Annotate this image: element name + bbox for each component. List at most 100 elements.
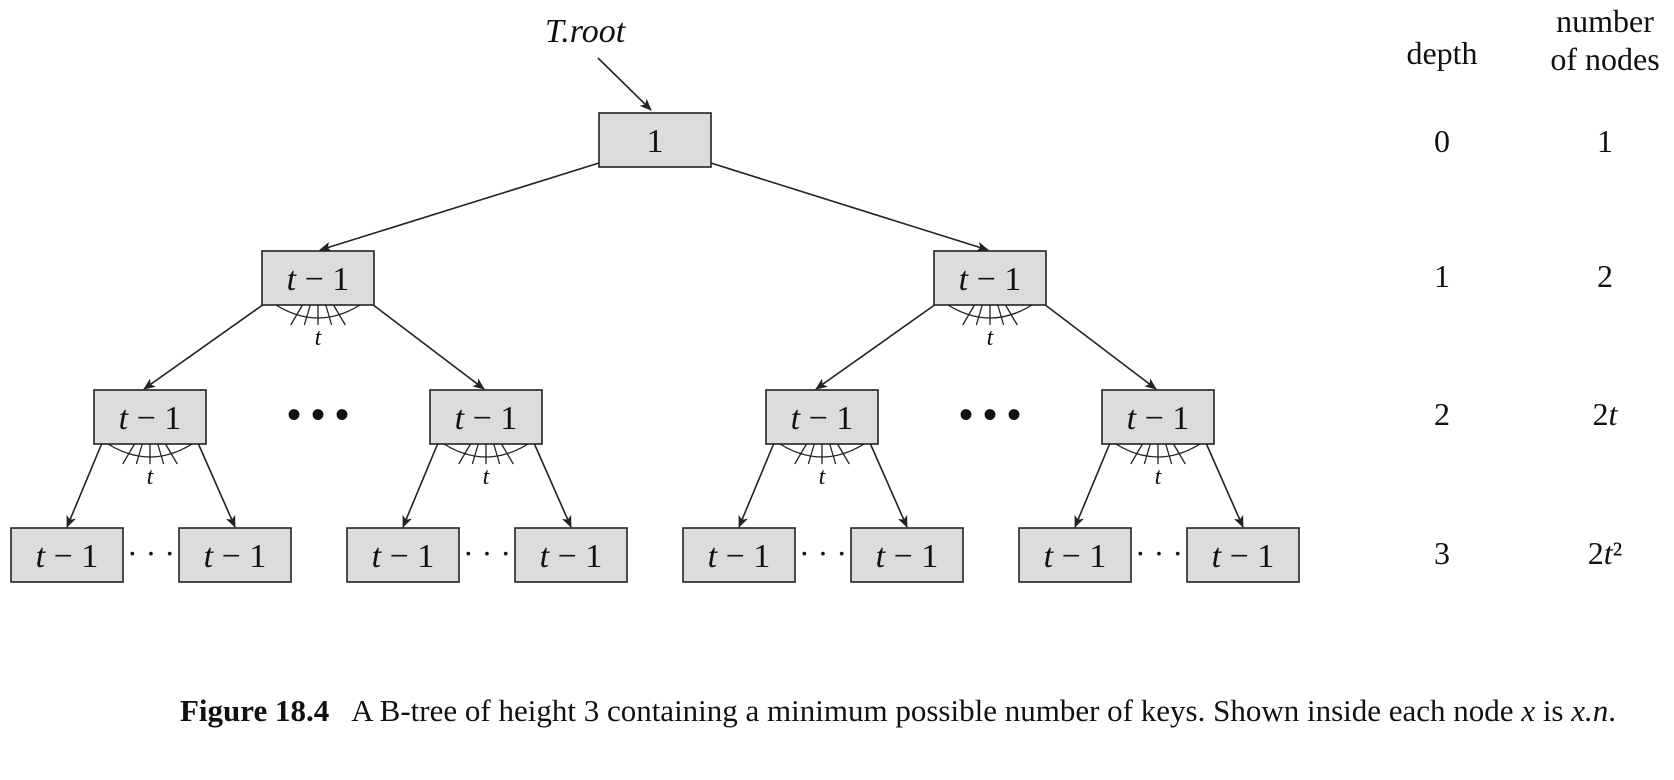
leaf-node: t − 1 [514,527,628,583]
fan-label: t [483,464,491,490]
tree-nodes: 1 t − 1 t − 1 t − 1 t − 1 t − 1 t − 1 t − 1 t − … [10,112,1300,583]
node-box [178,527,292,583]
node-key: t − 1 [791,400,854,437]
node-key: t − 1 [708,538,771,575]
node-key: t − 1 [1212,538,1275,575]
depth-value: 2 [1434,396,1450,432]
leaf-node: t − 1 [1186,527,1300,583]
fan-stroke [163,441,178,465]
depth-value: 1 [1434,258,1450,294]
fan-stroke [962,302,977,326]
node-key: t − 1 [1127,400,1190,437]
edge-level2-level3 [402,442,439,528]
fan-stroke [324,302,333,326]
edge-level2-level3 [869,442,908,528]
edge-level1-level2 [143,303,265,390]
level2-ellipsis: • • • [959,392,1021,437]
level2-ellipsis: • • • [287,392,349,437]
leaf-node: t − 1 [346,527,460,583]
node-key: t − 1 [876,538,939,575]
btree-figure: t t t t t t 1 t − 1 t − 1 t − 1 t − 1 t − 1 t − 1 t … [10,3,1660,583]
level2-node: t − 1 [429,389,543,445]
edge-level2-level3 [738,442,775,528]
node-box [682,527,796,583]
fan-level1: t [941,300,1039,351]
node-box [598,112,712,168]
edge-level2-level3 [66,442,103,528]
level1-node: t − 1 [933,250,1047,306]
node-box [261,250,375,306]
fan-level2: t [773,439,871,490]
edge-level2-level3 [1205,442,1244,528]
leaf-node: t − 1 [178,527,292,583]
node-key: t − 1 [540,538,603,575]
node-box [1101,389,1215,445]
tree-edges [66,57,1244,528]
fan-stroke [331,302,346,326]
child-fans: t t t t t t [101,300,1207,490]
depth-header: depth [1406,35,1477,71]
tree-labels: T.root• • •• • •· · ·· · ·· · ·· · · [127,13,1183,571]
fan-stroke [828,441,837,465]
leaf-ellipsis: · · · [799,535,847,571]
level2-node: t − 1 [93,389,207,445]
node-box [93,389,207,445]
edge-level2-level3 [533,442,572,528]
fan-stroke [996,302,1005,326]
node-key: t − 1 [1044,538,1107,575]
node-box [514,527,628,583]
figure-label: Figure 18.4 [180,693,330,728]
edge-level2-level3 [197,442,236,528]
caption-var-x: x [1521,693,1536,728]
caption-text-mid: is [1535,693,1572,728]
fan-stroke [1164,441,1173,465]
edge-level1-level2 [815,303,937,390]
level2-node: t − 1 [765,389,879,445]
fan-label: t [1155,464,1163,490]
edge-root-right [694,157,989,252]
edge-root-left [319,157,616,252]
edge-level1-level2 [371,303,485,390]
fan-stroke [303,302,312,326]
node-key: t − 1 [287,261,350,298]
node-key: t − 1 [119,400,182,437]
fan-stroke [1171,441,1186,465]
root-node: 1 [598,112,712,168]
fan-stroke [290,302,305,326]
leaf-node: t − 1 [10,527,124,583]
node-key: t − 1 [372,538,435,575]
fan-label: t [987,325,995,351]
fan-level1: t [269,300,367,351]
fan-stroke [1003,302,1018,326]
nodes-header-line2: of nodes [1550,41,1659,77]
node-box [429,389,543,445]
fan-level2: t [1109,439,1207,490]
edge-level2-level3 [1074,442,1111,528]
nodes-header-line1: number [1556,3,1654,39]
root-pointer-label: T.root [545,13,627,50]
fan-stroke [807,441,816,465]
node-box [1186,527,1300,583]
fan-label: t [315,325,323,351]
node-count-value: 2t² [1588,535,1622,571]
fan-stroke [835,441,850,465]
leaf-ellipsis: · · · [1135,535,1183,571]
leaf-node: t − 1 [1018,527,1132,583]
fan-label: t [819,464,827,490]
fan-stroke [122,441,137,465]
node-box [346,527,460,583]
fan-stroke [1143,441,1152,465]
node-count-value: 2t [1593,396,1619,432]
leaf-ellipsis: · · · [463,535,511,571]
node-key: t − 1 [959,261,1022,298]
fan-stroke [471,441,480,465]
fan-stroke [458,441,473,465]
node-count-value: 1 [1597,123,1613,159]
root-pointer-arrow [597,57,652,111]
fan-level2: t [101,439,199,490]
fan-stroke [499,441,514,465]
fan-stroke [975,302,984,326]
caption-var-xn: x.n [1571,693,1609,728]
fan-label: t [147,464,155,490]
